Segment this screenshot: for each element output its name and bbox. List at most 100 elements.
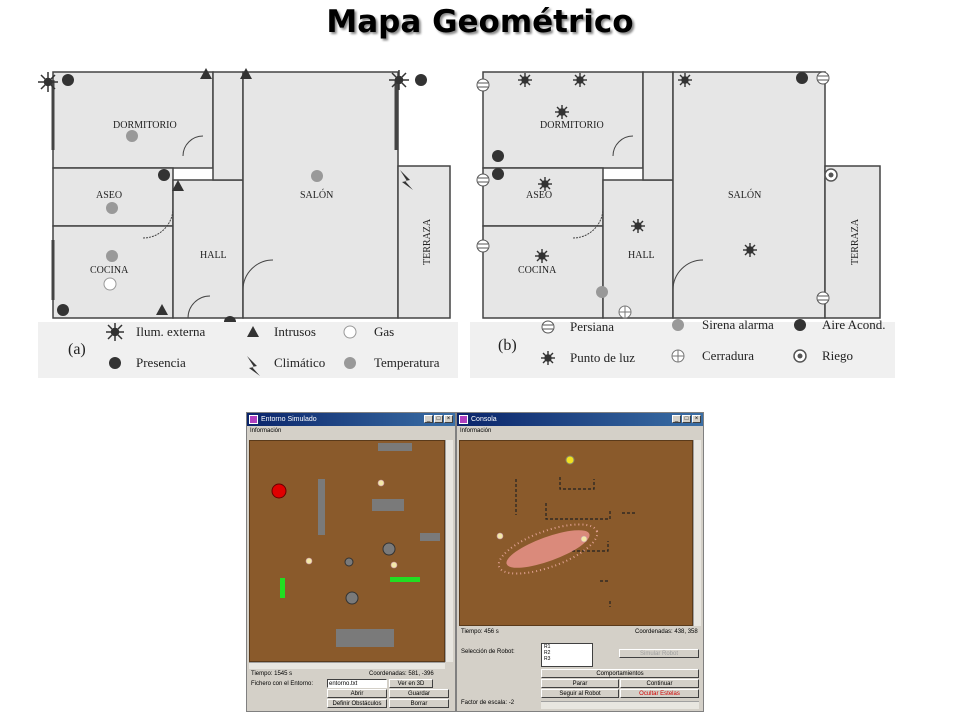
- entorno-menu-informacion[interactable]: Información: [250, 428, 282, 434]
- legend-climatico-icon: [247, 356, 260, 376]
- legend-temperatura-icon: [344, 357, 356, 369]
- robot-list-item[interactable]: R1: [544, 644, 551, 650]
- blinds: [476, 71, 830, 305]
- label-cocina: COCINA: [518, 265, 557, 276]
- legend-persiana-icon: [541, 320, 555, 334]
- legend-sirena-icon: [672, 319, 684, 331]
- legend-ilum-label: Ilum. externa: [136, 324, 206, 339]
- entorno-coordenadas: Coordenadas: 581, -396: [369, 671, 434, 677]
- legend-intrusos-label: Intrusos: [274, 324, 316, 339]
- intruder-sensor: [156, 304, 168, 315]
- legend-ilum-icon: [106, 323, 124, 341]
- maximize-icon[interactable]: □: [434, 415, 443, 423]
- simular-robot-button[interactable]: Simular Robot: [619, 649, 699, 658]
- label-hall: HALL: [628, 250, 655, 261]
- intruder-sensor: [240, 68, 252, 79]
- label-dormitorio: DORMITORIO: [540, 120, 604, 131]
- close-icon[interactable]: ×: [692, 415, 701, 423]
- presence-sensor: [415, 74, 427, 86]
- maximize-icon[interactable]: □: [682, 415, 691, 423]
- robot: [580, 535, 588, 543]
- legend-aire-label: Aire Acond.: [822, 317, 886, 332]
- robot-list[interactable]: R1 R2 R3: [541, 643, 593, 667]
- gas-sensor: [103, 277, 117, 291]
- entorno-titlebar[interactable]: Entorno Simulado _ □ ×: [247, 413, 455, 426]
- entorno-hscroll[interactable]: [249, 662, 445, 669]
- robot-trail: [497, 523, 599, 575]
- fichero-input[interactable]: entorno.txt: [327, 679, 387, 688]
- close-icon[interactable]: ×: [444, 415, 453, 423]
- ocultar-estelas-button[interactable]: Ocultar Estelas: [620, 689, 699, 698]
- fichero-label: Fichero con el Entorno:: [251, 681, 314, 687]
- borrar-button[interactable]: Borrar: [389, 699, 449, 708]
- consola-field[interactable]: [459, 440, 693, 626]
- label-salon: SALÓN: [728, 189, 761, 201]
- obstacle-round: [382, 542, 396, 556]
- legend-gas-label: Gas: [374, 324, 394, 339]
- label-terraza: TERRAZA: [422, 218, 433, 265]
- ver-3d-button[interactable]: Ver en 3D: [389, 679, 433, 688]
- legend-persiana-label: Persiana: [570, 319, 614, 334]
- seguir-robot-button[interactable]: Seguir al Robot: [541, 689, 619, 698]
- presence-sensor: [158, 169, 170, 181]
- robot-list-item[interactable]: R3: [544, 656, 551, 662]
- entorno-vscroll[interactable]: [445, 440, 453, 662]
- legend-punto-luz-label: Punto de luz: [570, 350, 635, 365]
- room-cocina: [52, 225, 174, 319]
- intruder-sensor: [200, 68, 212, 79]
- label-terraza: TERRAZA: [850, 218, 861, 265]
- green-bar: [280, 578, 285, 598]
- panel-label-b: (b): [498, 337, 517, 354]
- robot: [496, 532, 504, 540]
- entorno-field[interactable]: [249, 440, 445, 662]
- legend-punto-luz-icon: [541, 351, 555, 365]
- comportamientos-button[interactable]: Comportamientos: [541, 669, 699, 678]
- label-cocina: COCINA: [90, 265, 129, 276]
- parar-button[interactable]: Parar: [541, 679, 619, 688]
- consola-coordenadas: Coordenadas: 438, 358: [635, 629, 698, 635]
- factor-escala-slider[interactable]: [541, 701, 699, 709]
- legend-cerradura-icon: [671, 349, 685, 363]
- temperature-sensor: [311, 170, 323, 182]
- definir-obstaculos-button[interactable]: Definir Obstáculos: [327, 699, 387, 708]
- abrir-button[interactable]: Abrir: [327, 689, 387, 698]
- continuar-button[interactable]: Continuar: [620, 679, 699, 688]
- label-dormitorio: DORMITORIO: [113, 120, 177, 131]
- consola-menu-informacion[interactable]: Información: [460, 428, 492, 434]
- obstacle: [336, 629, 394, 647]
- external-light-icon: [389, 70, 409, 90]
- climatic-sensor: [400, 170, 413, 190]
- legend-sirena-label: Sirena alarma: [702, 317, 774, 332]
- room-hall: [172, 179, 244, 319]
- minimize-icon[interactable]: _: [424, 415, 433, 423]
- external-light-icon: [38, 72, 58, 92]
- floor-plan-b: DORMITORIO ASEO COCINA HALL SALÓN TERRAZ…: [470, 60, 895, 378]
- consola-vscroll[interactable]: [693, 440, 701, 626]
- obstacle-round: [345, 591, 359, 605]
- red-target: [271, 483, 287, 499]
- factor-escala-label: Factor de escala: -2: [461, 700, 515, 706]
- label-hall: HALL: [200, 250, 227, 261]
- legend-presencia-label: Presencia: [136, 355, 186, 370]
- consola-titlebar[interactable]: Consola _ □ ×: [457, 413, 703, 426]
- legend-intrusos-icon: [247, 326, 259, 337]
- robot-list-item[interactable]: R2: [544, 650, 551, 656]
- temperature-sensor: [106, 202, 118, 214]
- legend-riego-icon: [793, 349, 807, 363]
- selected-robot: [565, 455, 575, 465]
- consola-window: Consola _ □ × Información Tiempo: [456, 412, 704, 712]
- presence-sensor: [57, 304, 69, 316]
- consola-title: Consola: [471, 416, 497, 423]
- slide-title: Mapa Geométrico: [326, 4, 634, 40]
- label-aseo: ASEO: [526, 190, 552, 201]
- green-bar: [390, 577, 420, 582]
- obstacle: [420, 533, 440, 541]
- siren-alarm: [596, 286, 608, 298]
- legend-presencia-icon: [109, 357, 121, 369]
- panel-label-a: (a): [68, 341, 86, 358]
- guardar-button[interactable]: Guardar: [389, 689, 449, 698]
- legend-cerradura-label: Cerradura: [702, 348, 754, 363]
- legend-temperatura-label: Temperatura: [374, 355, 440, 370]
- minimize-icon[interactable]: _: [672, 415, 681, 423]
- seleccion-robot-label: Selección de Robot:: [461, 649, 515, 655]
